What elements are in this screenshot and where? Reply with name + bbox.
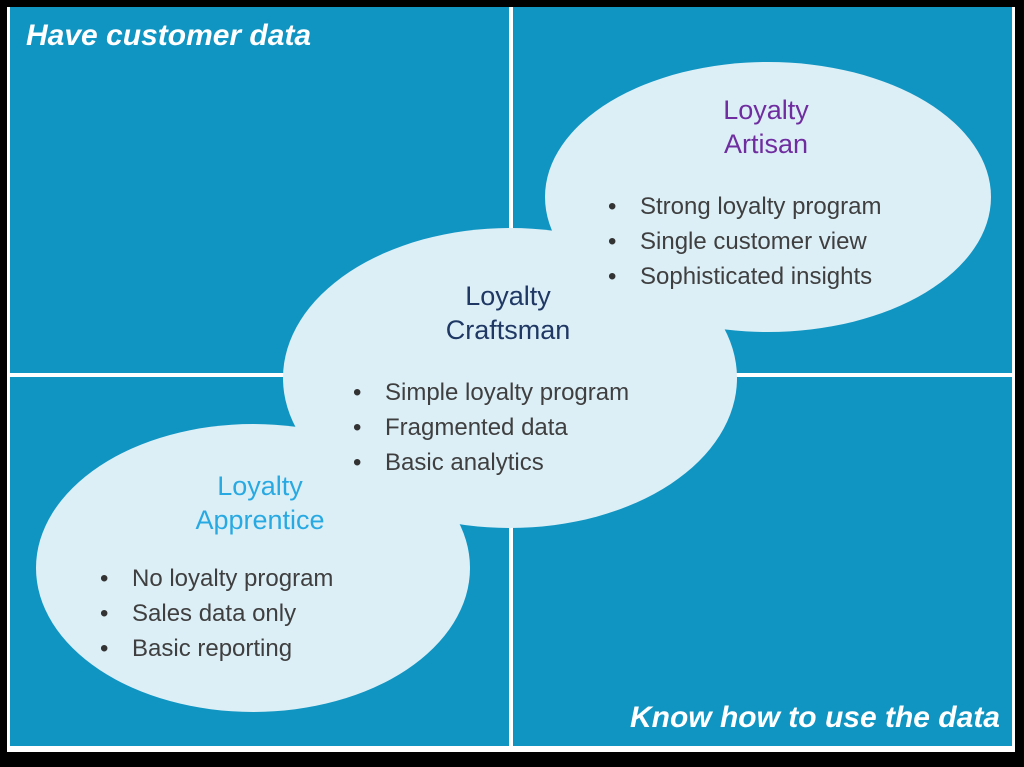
vertical-axis-label: Have customer data bbox=[26, 19, 312, 52]
bullet-item: Simple loyalty program bbox=[353, 375, 629, 410]
craftsman-bullet-list: Simple loyalty program Fragmented data B… bbox=[353, 375, 629, 480]
horizontal-axis-label: Know how to use the data bbox=[629, 701, 1000, 734]
apprentice-title: Loyalty Apprentice bbox=[195, 471, 325, 535]
apprentice-bullet-list: No loyalty program Sales data only Basic… bbox=[100, 561, 333, 666]
craftsman-title: Loyalty Craftsman bbox=[445, 281, 571, 345]
artisan-bullet-list: Strong loyalty program Single customer v… bbox=[608, 189, 881, 294]
bullet-item: Sales data only bbox=[100, 596, 333, 631]
artisan-title: Loyalty Artisan bbox=[723, 95, 809, 159]
bullet-item: Fragmented data bbox=[353, 410, 629, 445]
bullet-item: Basic reporting bbox=[100, 631, 333, 666]
bullet-item: Basic analytics bbox=[353, 445, 629, 480]
bullet-item: Single customer view bbox=[608, 224, 881, 259]
bullet-item: Strong loyalty program bbox=[608, 189, 881, 224]
bullet-item: No loyalty program bbox=[100, 561, 333, 596]
bullet-item: Sophisticated insights bbox=[608, 259, 881, 294]
matrix-canvas: Have customer data Know how to use the d… bbox=[7, 7, 1015, 752]
